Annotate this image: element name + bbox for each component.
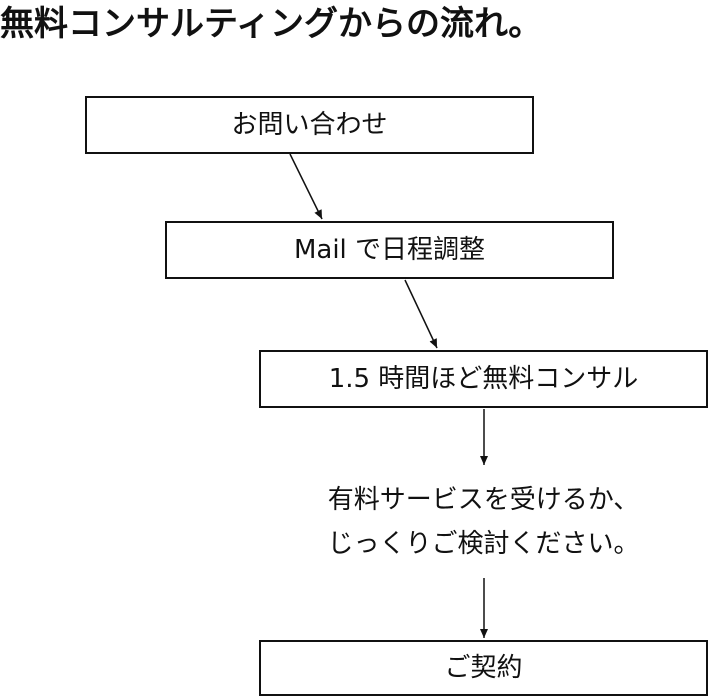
flow-step-label: Mail で日程調整	[293, 235, 486, 265]
flow-note: 有料サービスを受けるか、 じっくりご検討ください。	[259, 478, 708, 566]
flow-step-label: 1.5 時間ほど無料コンサル	[328, 364, 639, 394]
flow-note-line: 有料サービスを受けるか、	[327, 485, 640, 515]
flow-step-label: お問い合わせ	[231, 110, 388, 140]
arrow-1-to-2	[289, 153, 323, 220]
flow-step-label: ご契約	[444, 653, 523, 683]
arrow-2-to-3	[404, 279, 438, 349]
flow-step-schedule: Mail で日程調整	[165, 221, 614, 279]
flow-step-inquiry: お問い合わせ	[85, 96, 534, 154]
flow-note-line: じっくりご検討ください。	[327, 529, 640, 559]
flow-step-consultation: 1.5 時間ほど無料コンサル	[259, 350, 708, 408]
flow-step-contract: ご契約	[259, 640, 708, 696]
page-title: 無料コンサルティングからの流れ。	[0, 4, 543, 44]
